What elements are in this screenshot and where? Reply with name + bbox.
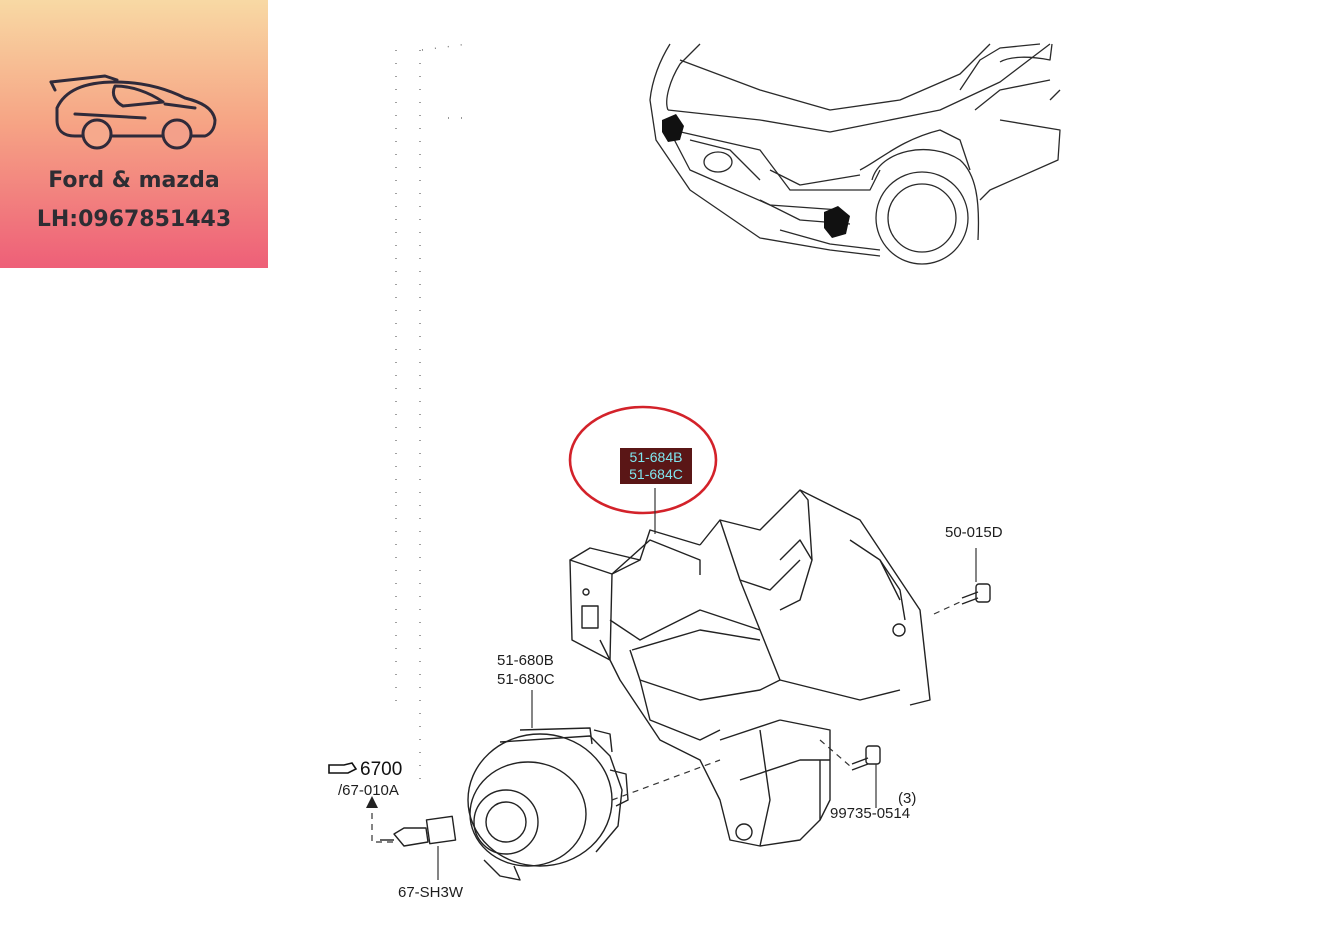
label-screw-qty: (3) [898, 790, 917, 807]
bolt-upper [961, 583, 991, 605]
bulb-connector [380, 815, 457, 847]
ref-number: 6700 [360, 759, 403, 780]
brand-phone: LH:0967851443 [36, 207, 232, 232]
screw-lower [851, 745, 881, 771]
label-bulb: 67-SH3W [398, 884, 464, 901]
label-screw: 99735-0514 [830, 805, 911, 822]
dotted-guide-lines [395, 43, 470, 780]
sports-car-icon [49, 74, 217, 150]
car-front-sketch [649, 43, 1061, 265]
label-lamp-1: 51-680B [497, 652, 554, 669]
fog-lamp-bracket [569, 489, 931, 847]
highlighted-part-callout: 51-684B 51-684C [620, 448, 692, 484]
fog-lamp-assembly [467, 727, 629, 881]
highlight-ellipse [568, 405, 718, 515]
label-bolt-upper: 50-015D [945, 524, 1003, 541]
callout-line-2: 51-684C [629, 466, 683, 482]
pointing-hand-icon [328, 762, 358, 774]
brand-name: Ford & mazda [48, 168, 220, 193]
arrow-head [366, 796, 378, 808]
callout-line-1: 51-684B [629, 449, 683, 465]
reference-6700: 6700 [326, 759, 402, 781]
label-ref-sub: /67-010A [338, 782, 399, 799]
leader-lines [371, 548, 977, 880]
fog-lamp-markers [662, 114, 850, 238]
brand-card: Ford & mazda LH:0967851443 [0, 0, 268, 268]
label-lamp-2: 51-680C [497, 671, 555, 688]
